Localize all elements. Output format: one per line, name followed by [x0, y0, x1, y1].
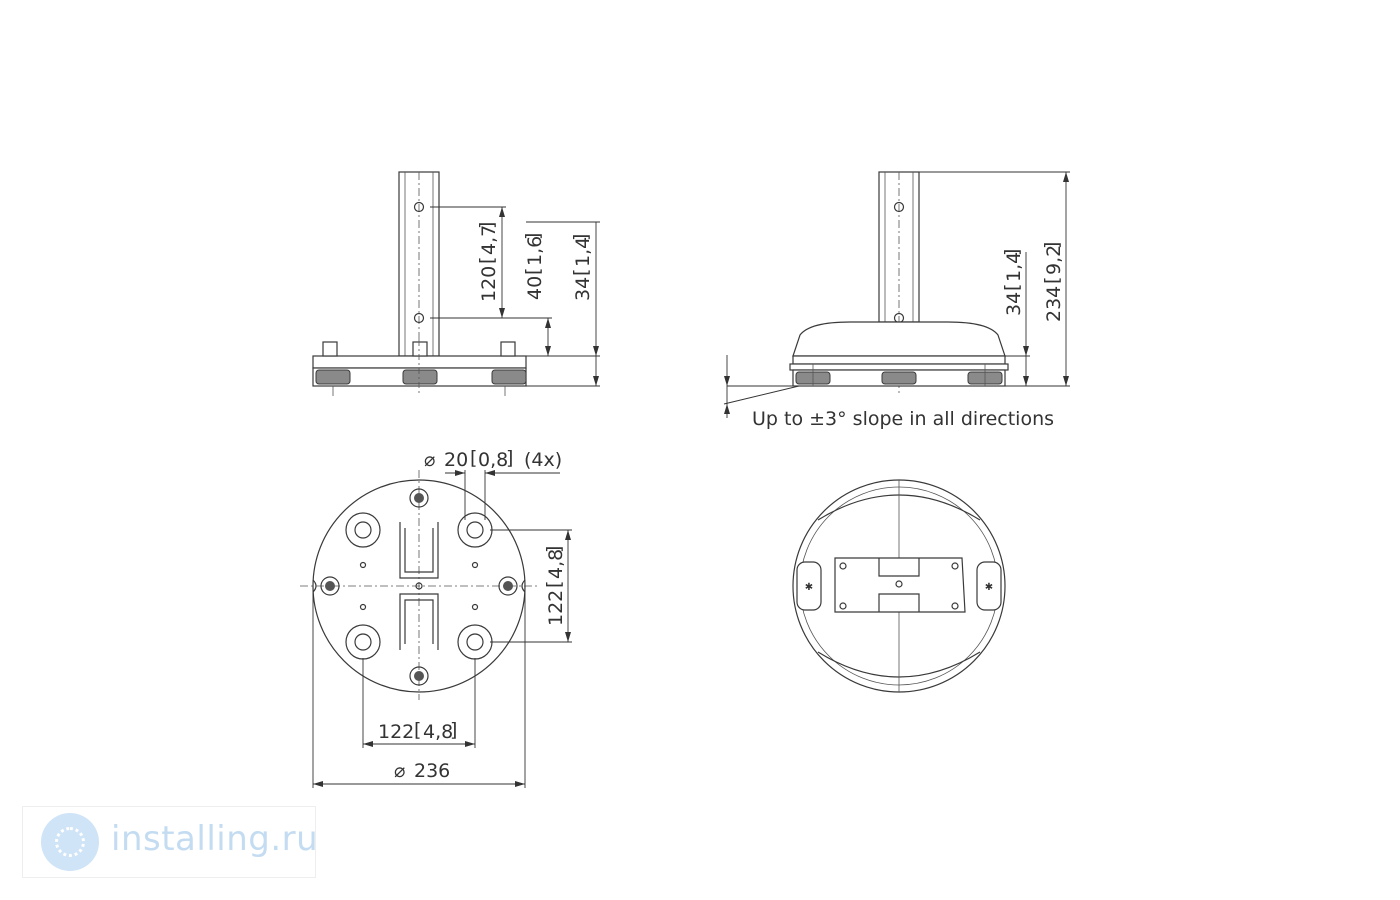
svg-text:[: [	[1001, 284, 1023, 291]
watermark-globe-icon	[41, 813, 99, 871]
svg-text:[: [	[543, 581, 565, 588]
dim-text-34-front: 34	[1003, 292, 1025, 316]
side-foot-pad	[491, 369, 527, 385]
svg-text:]: ]	[543, 546, 565, 553]
front-dome-cover	[792, 321, 1006, 357]
svg-text:]: ]	[1041, 242, 1063, 249]
svg-text:]: ]	[476, 222, 498, 229]
dim-text-hole-0-8: 0,8	[478, 449, 508, 471]
front-mount-hole	[893, 201, 905, 213]
front-rim	[792, 355, 1006, 365]
watermark-text: installing.ru	[111, 819, 319, 859]
dia-symbol-hole: ⌀	[424, 449, 435, 471]
svg-text:[: [	[476, 257, 498, 264]
slope-indicator	[723, 355, 800, 418]
logo-mark-left: ✱	[805, 582, 813, 593]
logo-mark-right: ✱	[985, 582, 993, 593]
dim-text-40: 40	[524, 276, 546, 300]
plan-leveling-foot	[320, 576, 340, 596]
svg-text:[: [	[522, 268, 544, 275]
cover-center-plate	[834, 557, 966, 613]
dim-text-122-vertical: 122	[545, 590, 567, 626]
svg-text:]: ]	[522, 233, 544, 240]
side-mount-hole-lower	[413, 312, 425, 324]
svg-text:[: [	[1041, 277, 1063, 284]
dim-text-1-6: 1,6	[524, 236, 546, 266]
dim-text-1-4-side: 1,4	[572, 237, 594, 267]
svg-text:[: [	[470, 447, 477, 469]
side-foot-pad	[402, 369, 438, 385]
cover-side-label-left	[796, 561, 822, 611]
dim-text-9-2: 9,2	[1043, 245, 1065, 275]
dim-text-1-4-front: 1,4	[1003, 252, 1025, 282]
dim-text-4-8-horizontal: 4,8	[423, 721, 453, 743]
svg-text:]: ]	[450, 719, 457, 741]
cover-side-label-right	[976, 561, 1002, 611]
plan-leveling-foot	[409, 488, 429, 508]
dim-text-hole-20: 20	[444, 449, 468, 471]
svg-text:]: ]	[1001, 249, 1023, 256]
svg-text:[: [	[570, 269, 592, 276]
plan-large-hole	[457, 512, 493, 548]
side-top-plate	[312, 355, 527, 369]
plan-large-hole	[345, 512, 381, 548]
plan-large-hole	[345, 624, 381, 660]
dim-text-234: 234	[1043, 286, 1065, 322]
watermark-logo: installing.ru	[22, 806, 319, 878]
slope-note: Up to ±3° slope in all directions	[752, 408, 1054, 430]
front-view: 34 [ 1,4 ] 234 [ 9,2 ] Up to ±3° slope i…	[723, 171, 1070, 430]
plan-leveling-foot	[409, 666, 429, 686]
side-view: 120 [ 4,7 ] 40 [ 1,6 ] 34 [ 1,4 ]	[312, 171, 600, 396]
dia-symbol-236: ⌀	[394, 760, 405, 782]
plan-bracket-upper	[399, 522, 439, 579]
side-mount-hole-upper	[413, 201, 425, 213]
dim-text-4-7: 4,7	[478, 225, 500, 255]
svg-text:[: [	[414, 719, 421, 741]
dim-text-120: 120	[478, 266, 500, 302]
cover-top-view: ✱ ✱	[792, 479, 1006, 693]
svg-text:]: ]	[570, 234, 592, 241]
plan-view: ⌀ 20 [ 0,8 ] (4x) 122 [ 4,8 ] 122 [ 4,8 …	[300, 447, 572, 788]
dim-text-4-8-vertical: 4,8	[545, 549, 567, 579]
svg-text:]: ]	[506, 447, 513, 469]
side-foot-pad	[315, 369, 351, 385]
dim-text-122-horizontal: 122	[378, 721, 414, 743]
plan-large-hole	[457, 624, 493, 660]
dim-text-34-side: 34	[572, 277, 594, 301]
dim-text-236: 236	[414, 760, 450, 782]
plan-leveling-foot	[498, 576, 518, 596]
dim-text-hole-count: (4x)	[524, 449, 562, 471]
plan-bracket-lower	[399, 593, 439, 650]
